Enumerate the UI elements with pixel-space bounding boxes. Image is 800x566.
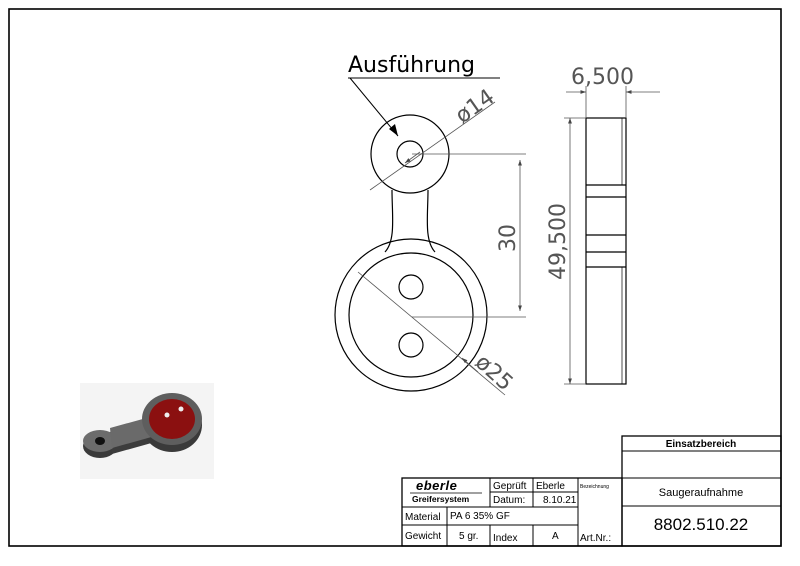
dim-large-diameter-text: ø25 [470, 350, 518, 396]
dim-thickness [566, 86, 660, 118]
neck-outline [384, 189, 394, 253]
large-ring-inner [348, 252, 474, 378]
article-number: 8802.510.22 [654, 515, 749, 534]
weight-label: Gewicht [405, 531, 441, 542]
neck-outline-right [426, 189, 436, 253]
checked-label: Geprüft [493, 481, 527, 492]
callout: Ausführung [348, 53, 500, 137]
weight-value: 5 gr. [459, 531, 478, 542]
sheet-border [8, 8, 782, 547]
front-view [334, 114, 488, 392]
index-label: Index [493, 533, 517, 544]
side-view [585, 117, 627, 385]
designation-value: Saugeraufnahme [659, 487, 743, 499]
company-subtitle: Greifersystem [412, 494, 470, 504]
material-value: PA 6 35% GF [450, 511, 510, 522]
designation-label: Bezeichnung [580, 484, 609, 490]
large-ring-outer [334, 238, 488, 392]
dim-large-diameter [357, 271, 506, 396]
small-hole-3d [95, 437, 105, 445]
material-label: Material [405, 512, 441, 523]
date-label: Datum: [493, 495, 525, 506]
application-header: Einsatzbereich [666, 439, 737, 450]
side-body [585, 117, 627, 385]
date-value: 8.10.21 [543, 495, 577, 506]
dim-total-length-text: 49,500 [546, 203, 571, 280]
article-label: Art.Nr.: [580, 533, 611, 544]
dim-hole-diameter-text: ø14 [451, 85, 499, 129]
dim-center-distance-text: 30 [496, 224, 521, 252]
dim-thickness-text: 6,500 [571, 65, 634, 90]
large-hole-upper [398, 274, 424, 300]
checked-value: Eberle [536, 481, 565, 492]
company-logo: eberle [416, 478, 457, 493]
callout-label: Ausführung [348, 53, 475, 78]
dim-total-length [564, 117, 586, 385]
isometric-preview [80, 383, 214, 479]
index-value: A [552, 531, 559, 542]
dim-center-distance [412, 153, 526, 318]
suction-pad-3d [149, 399, 195, 439]
large-hole-lower [398, 332, 424, 358]
title-block [401, 435, 782, 547]
